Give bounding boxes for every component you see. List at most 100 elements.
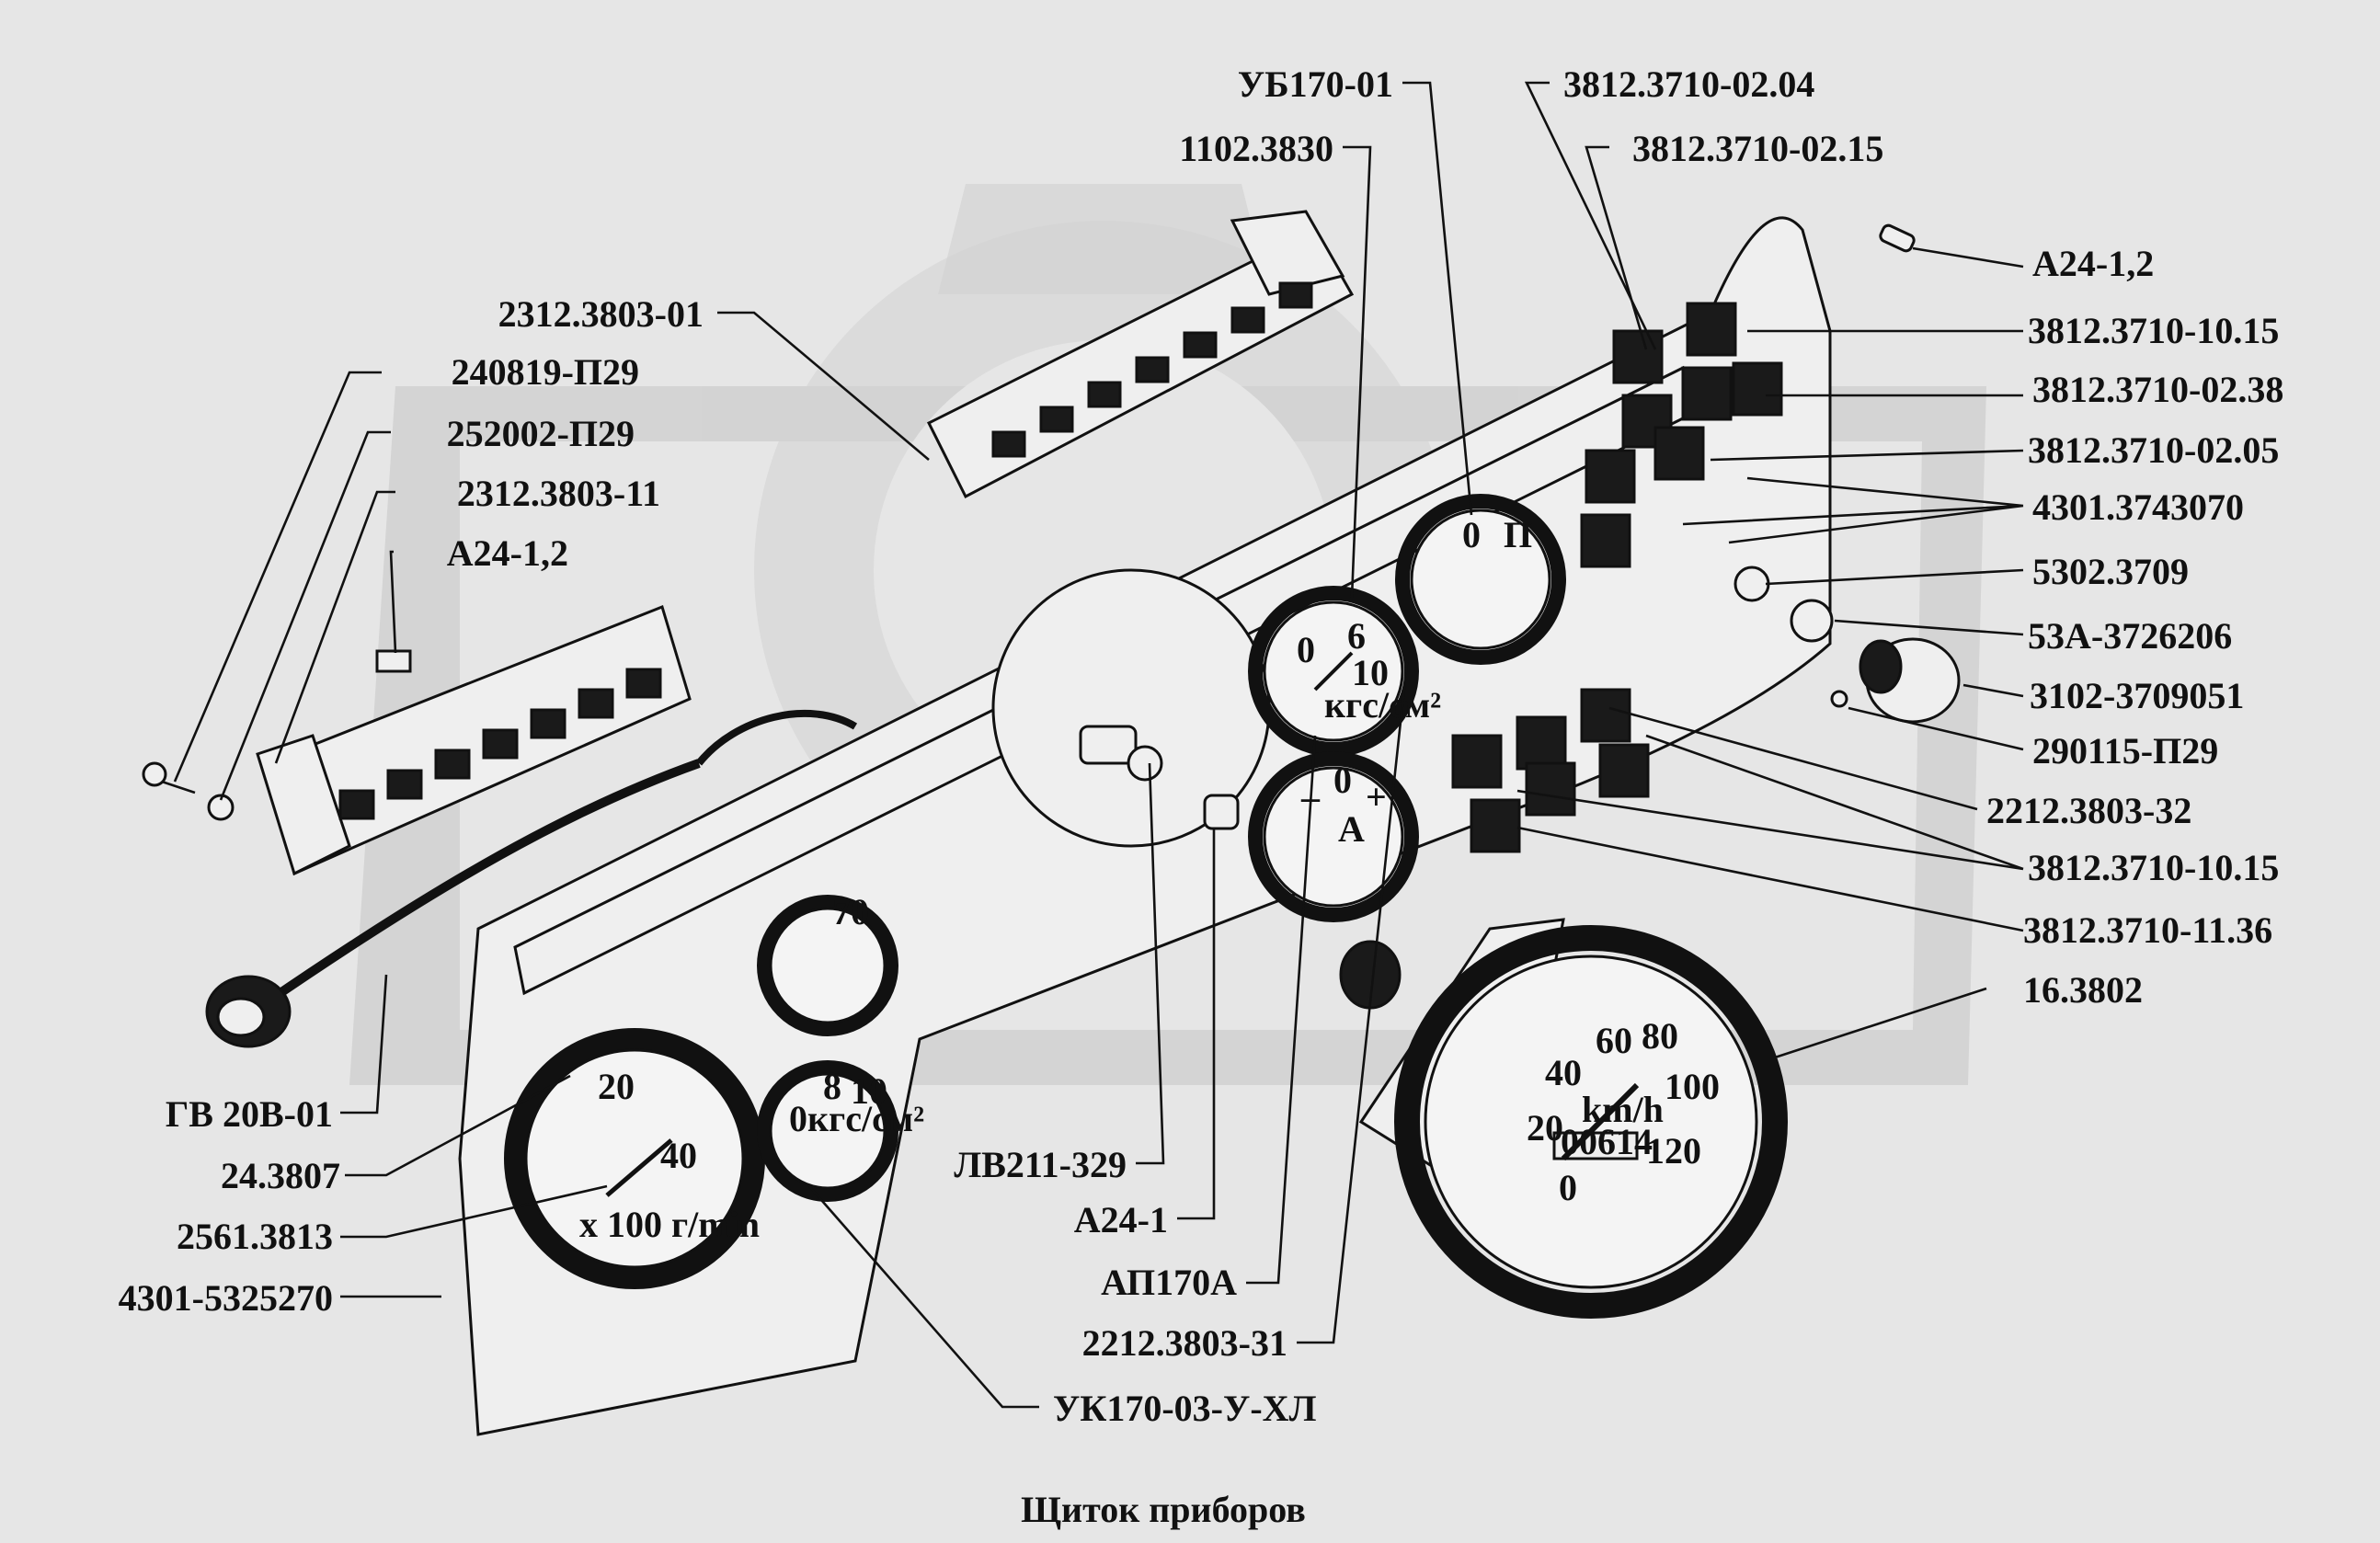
dial-tick-label: 10 xyxy=(1352,652,1389,693)
rocker-switch xyxy=(1580,513,1631,568)
fuel-gauge-dial: 0 П xyxy=(1395,494,1566,665)
dial-tick-label: 70 xyxy=(832,891,869,932)
dial-tick-label: кгс/см² xyxy=(807,1098,924,1139)
label-2212-3803-32: 2212.3803-32 xyxy=(1986,790,2191,831)
label-3812-02-38: 3812.3710-02.38 xyxy=(2032,369,2283,410)
label-2312-3803-11: 2312.3803-11 xyxy=(457,473,660,514)
lamp-socket-lv211 xyxy=(1079,725,1163,782)
label-gv20v-01: ГВ 20В-01 xyxy=(166,1093,333,1135)
rocker-switch xyxy=(1653,426,1705,481)
label-3102-3709051: 3102-3709051 xyxy=(2030,675,2244,716)
label-3812-02-04: 3812.3710-02.04 xyxy=(1563,63,1814,105)
label-240819-p29: 240819-П29 xyxy=(452,351,639,393)
bulb-a24-right xyxy=(1879,223,1916,253)
switch-block-top xyxy=(926,210,1355,499)
dial-tick-label: 60 xyxy=(1596,1020,1632,1061)
switch-cell xyxy=(625,668,662,699)
rocker-switch xyxy=(1525,761,1576,817)
speedometer-cable xyxy=(205,709,858,1048)
switch-cell xyxy=(1135,356,1170,383)
dial-tick-label: 0 xyxy=(1462,514,1481,555)
label-2212-3803-31: 2212.3803-31 xyxy=(1082,1322,1287,1364)
label-lv211-329: ЛВ211-329 xyxy=(954,1144,1127,1185)
label-4301-3743070: 4301.3743070 xyxy=(2032,486,2244,528)
dial-tick-label: 40 xyxy=(1545,1052,1582,1093)
label-ub170-01: УБ170-01 xyxy=(1238,63,1393,105)
label-3812-11-36: 3812.3710-11.36 xyxy=(2023,909,2272,951)
label-24-3807: 24.3807 xyxy=(221,1155,340,1196)
label-3812-10-15-top: 3812.3710-10.15 xyxy=(2028,310,2279,351)
speedometer-16-3802: 00614 0 20 40 60 80 100 120 km/h xyxy=(1358,918,1788,1319)
dial-tick-label: 0 xyxy=(1333,760,1352,801)
switch-cell xyxy=(338,789,375,820)
dial-tick-label: кгс/см² xyxy=(1324,684,1441,726)
diagram-caption: Щиток приборов xyxy=(1021,1489,1306,1530)
switch-5302 xyxy=(1734,566,1770,602)
knob-3102 xyxy=(1859,637,1961,724)
dial-tick-label: 20 xyxy=(598,1066,635,1107)
label-5302-3709: 5302.3709 xyxy=(2032,551,2189,592)
switch-cell xyxy=(991,430,1026,458)
dial-tick-label: 40 xyxy=(660,1135,697,1176)
rocker-switch xyxy=(1686,302,1737,357)
rocker-switch xyxy=(1598,743,1650,798)
dial-tick-label: 20 xyxy=(1527,1107,1563,1149)
switch-cell xyxy=(1039,406,1074,433)
switch-cell xyxy=(530,708,566,739)
dial-tick-label: П xyxy=(1504,514,1532,555)
dial-tick-label: 8 xyxy=(823,1066,841,1107)
rocker-switch xyxy=(1621,394,1673,449)
dial-tick-label: + xyxy=(1366,776,1387,817)
washer-252002 xyxy=(207,794,235,821)
label-3812-02-05: 3812.3710-02.05 xyxy=(2028,429,2279,471)
label-290115-p29: 290115-П29 xyxy=(2032,730,2218,772)
part-labels: УБ170-01 3812.3710-02.04 1102.3830 3812.… xyxy=(119,63,2284,1429)
rocker-switch xyxy=(1732,361,1783,417)
switch-cell xyxy=(434,749,471,780)
rocker-switch xyxy=(1516,715,1567,771)
dial-tick-label: 6 xyxy=(1347,615,1366,657)
bulb-a24-1 xyxy=(1203,794,1240,830)
dial-tick-label: х 100 г/min xyxy=(579,1204,760,1245)
switch-cell xyxy=(386,769,423,800)
coolant-temp-dial: 70 xyxy=(757,891,898,1036)
switch-block-left xyxy=(256,605,692,876)
label-2312-3803-01: 2312.3803-01 xyxy=(498,293,704,335)
switch-cell xyxy=(578,688,614,719)
switch-cell xyxy=(1183,331,1218,359)
dial-tick-label: 0 xyxy=(789,1098,807,1139)
switch-cell xyxy=(482,728,519,760)
rocker-switch xyxy=(1585,449,1636,504)
oil-pressure-dial: 0 6 10 кгс/см² xyxy=(1248,586,1441,757)
dial-tick-label: 80 xyxy=(1642,1015,1678,1057)
dial-tick-label: 0 xyxy=(1559,1167,1577,1208)
switch-cell xyxy=(1087,381,1122,408)
label-a24-1-2-right: А24-1,2 xyxy=(2032,243,2154,284)
dial-tick-label: 100 xyxy=(1665,1066,1720,1107)
switch-cell xyxy=(1230,306,1265,334)
label-3812-10-15-bottom: 3812.3710-10.15 xyxy=(2028,847,2279,888)
screw-240819 xyxy=(142,761,196,794)
dial-tick-label: 10 xyxy=(851,1070,887,1112)
label-2561-3813: 2561.3813 xyxy=(177,1216,333,1257)
rocker-switch-group xyxy=(1451,302,1783,853)
label-3812-02-15: 3812.3710-02.15 xyxy=(1632,128,1883,169)
clip-a24-left xyxy=(375,649,412,673)
screw-290115 xyxy=(1830,690,1848,708)
label-uk170-03-u-hl: УК170-03-У-ХЛ xyxy=(1053,1388,1317,1429)
label-4301-5325270: 4301-5325270 xyxy=(119,1277,333,1319)
label-16-3802: 16.3802 xyxy=(2023,969,2143,1011)
tachometer-dial: 20 40 х 100 г/min xyxy=(504,1028,765,1289)
label-252002-p29: 252002-П29 xyxy=(447,413,635,454)
label-ap170a: АП170А xyxy=(1101,1262,1237,1303)
socket-53a xyxy=(1790,599,1834,643)
label-1102-3830: 1102.3830 xyxy=(1179,128,1333,169)
dial-tick-label: А xyxy=(1338,808,1365,850)
switch-cell xyxy=(1278,281,1313,309)
label-a24-1: А24-1 xyxy=(1074,1199,1168,1240)
air-pressure-dial: 0 8 10 кгс/см² xyxy=(757,1060,924,1202)
dial-tick-label: km/h xyxy=(1582,1089,1664,1130)
rocker-switch xyxy=(1612,329,1664,384)
